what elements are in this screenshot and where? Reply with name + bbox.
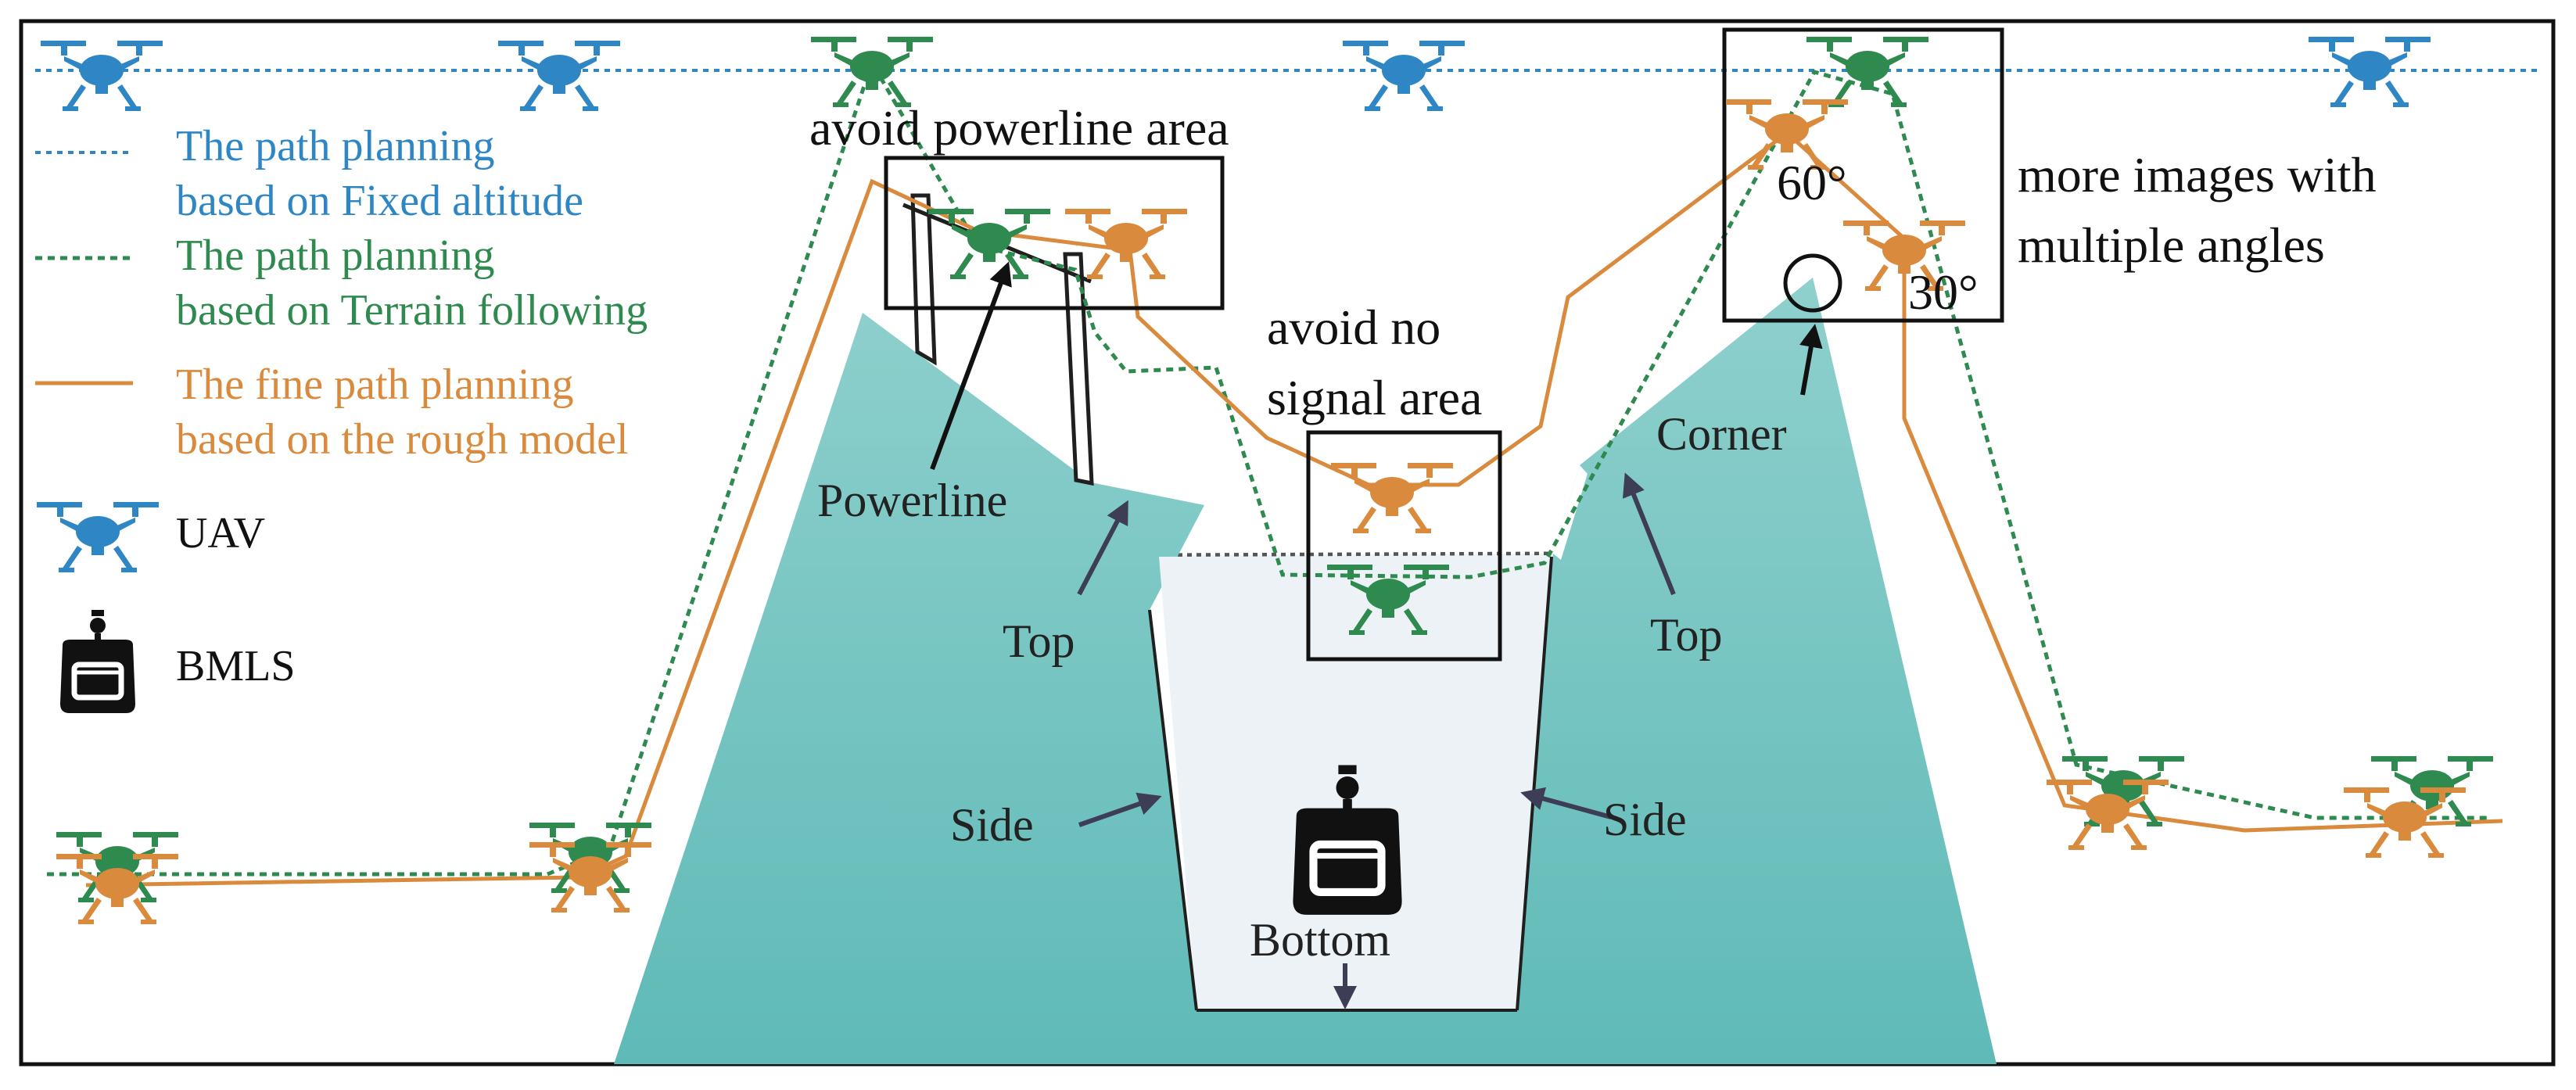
label-avoid-powerline: avoid powerline area <box>809 100 1229 156</box>
label-more-images-2: multiple angles <box>2018 217 2325 273</box>
legend-fixed-line2: based on Fixed altitude <box>176 177 583 225</box>
label-more-images-1: more images with <box>2018 147 2377 203</box>
arrow-side-left <box>1078 792 1162 827</box>
legend-fixed-line1: The path planning <box>176 122 494 170</box>
label-bottom: Bottom <box>1250 914 1390 966</box>
legend-fine-line1: The fine path planning <box>176 360 574 409</box>
arrow-top-left <box>1077 500 1128 596</box>
label-top-right: Top <box>1650 609 1722 661</box>
pit-left-wall <box>1148 609 1198 1011</box>
label-side-left: Side <box>950 799 1034 851</box>
label-side-right: Side <box>1603 794 1687 845</box>
peak-divider <box>1553 465 1588 560</box>
legend-terrain-line1: The path planning <box>176 231 494 280</box>
label-powerline: Powerline <box>817 475 1007 526</box>
arrow-side-right <box>1520 787 1612 819</box>
legend-fine-line2: based on the rough model <box>176 415 629 464</box>
label-avoid-no-signal-2: signal area <box>1267 370 1482 425</box>
legend: The path planning based on Fixed altitud… <box>35 122 648 713</box>
path-terrain-following <box>47 57 2487 877</box>
annotation-arrows <box>930 261 1823 1009</box>
left-mountain <box>614 278 1997 1064</box>
path-fine <box>85 130 2503 887</box>
pit-rim-dashed <box>1158 551 1554 558</box>
legend-terrain-line2: based on Terrain following <box>176 286 648 335</box>
arrow-corner <box>1799 324 1823 396</box>
multi-angle-box <box>1722 27 2004 323</box>
no-signal-area-box <box>1306 430 1502 662</box>
powerline-structure <box>902 193 1094 486</box>
legend-uav-label: UAV <box>176 509 265 558</box>
pit-right-wall <box>1516 556 1553 1011</box>
arrow-top-right <box>1622 472 1676 596</box>
label-avoid-no-signal-1: avoid no <box>1267 299 1440 355</box>
legend-bmls-label: BMLS <box>176 642 296 690</box>
powerline-area-box <box>884 156 1225 310</box>
label-top-left: Top <box>1003 615 1075 667</box>
label-angle-60: 60° <box>1777 155 1847 210</box>
label-angle-30: 30° <box>1908 264 1979 320</box>
label-corner: Corner <box>1656 408 1787 460</box>
arrow-powerline <box>930 261 1012 471</box>
corner-circle <box>1783 253 1842 313</box>
